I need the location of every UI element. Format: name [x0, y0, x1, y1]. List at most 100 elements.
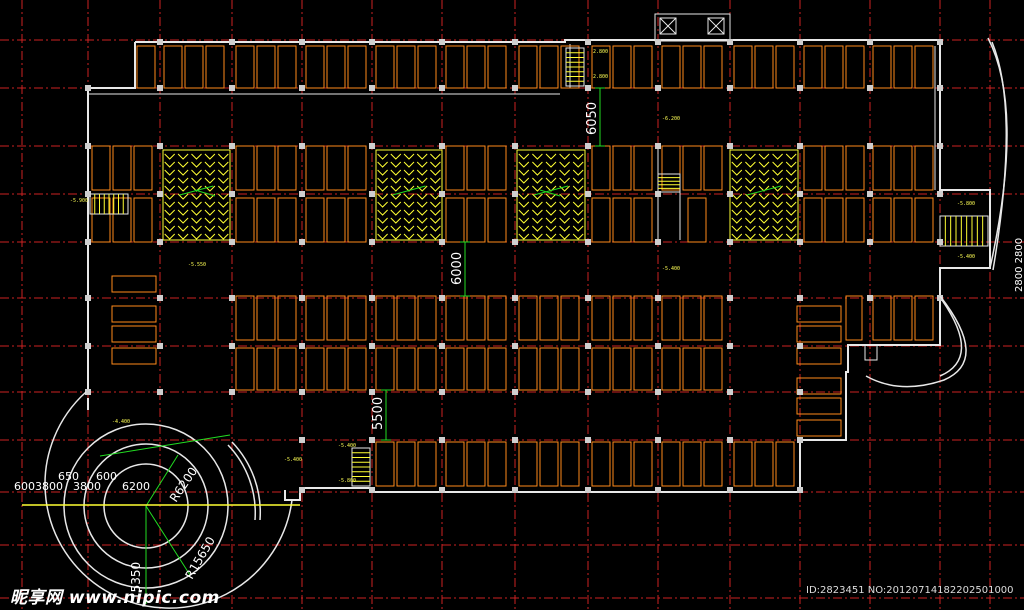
parking-stall — [633, 347, 653, 391]
parking-stall — [466, 441, 486, 487]
structural-column — [727, 437, 733, 443]
ramp-hatch — [532, 193, 543, 200]
dim-ramp-3800-left: 3800 — [35, 480, 63, 493]
parking-stall — [661, 347, 681, 391]
structural-column — [229, 191, 235, 197]
ramp-hatch — [518, 177, 530, 184]
stair — [657, 173, 681, 193]
ramp-hatch — [204, 161, 216, 168]
ramp-hatch — [559, 233, 570, 240]
ramp-hatch — [745, 169, 756, 176]
parking-stall — [661, 441, 681, 487]
ramp-hatch — [545, 217, 557, 224]
structural-column — [229, 143, 235, 149]
dim-ramp-600-left: 600 — [14, 480, 35, 493]
ramp-hatch — [731, 233, 743, 240]
ramp-hatch — [164, 217, 176, 224]
structural-column — [439, 85, 445, 91]
structural-column — [439, 239, 445, 245]
ramp-hatch — [545, 193, 557, 200]
ramp-hatch — [731, 217, 743, 224]
ramp-hatch — [785, 153, 797, 160]
parking-stall — [277, 295, 297, 341]
ramp-hatch — [518, 233, 530, 240]
ramp-hatch — [731, 201, 743, 208]
parking-stall — [417, 45, 437, 89]
structural-column — [797, 239, 803, 245]
parking-stall — [305, 45, 325, 89]
ramp-hatch — [164, 201, 176, 208]
parking-stall — [305, 197, 325, 243]
ramp-hatch — [731, 225, 743, 232]
parking-stall — [375, 441, 395, 487]
structural-column — [512, 487, 518, 493]
parking-stall — [703, 441, 723, 487]
structural-column — [655, 39, 661, 45]
structural-column — [369, 39, 375, 45]
ramp-hatch — [745, 225, 756, 232]
structural-column — [512, 239, 518, 245]
structural-column — [369, 295, 375, 301]
structural-column — [439, 389, 445, 395]
ramp-hatch — [785, 177, 797, 184]
structural-column — [85, 191, 91, 197]
level-stair-top-upper: 2.800 — [593, 49, 608, 55]
parking-stall — [347, 197, 367, 243]
ramp-hatch — [731, 209, 743, 216]
structural-column — [299, 39, 305, 45]
stair — [939, 215, 989, 247]
ramp-hatch — [559, 225, 570, 232]
ramp-hatch — [772, 209, 783, 216]
level-stair-right-lower: -5.400 — [957, 254, 975, 260]
parking-stall — [277, 145, 297, 191]
structural-column — [867, 85, 873, 91]
ramp-hatch — [745, 201, 756, 208]
ramp-hatch — [731, 169, 743, 176]
level-stair-bottom-upper: -5.400 — [338, 443, 356, 449]
ramp-hatch — [532, 225, 543, 232]
parking-stall — [487, 441, 507, 487]
ramp-hatch — [559, 161, 570, 168]
ramp-hatch — [545, 169, 557, 176]
ramp-hatch — [518, 225, 530, 232]
parking-stall — [445, 45, 465, 89]
parking-stall — [803, 45, 823, 89]
ramp-hatch — [772, 193, 783, 200]
level-stair-bottom-lower: -5.800 — [338, 478, 356, 484]
structural-column — [727, 85, 733, 91]
parking-stall — [396, 441, 416, 487]
parking-stall — [796, 347, 842, 365]
structural-column — [655, 295, 661, 301]
structural-column — [512, 343, 518, 349]
structural-column — [369, 191, 375, 197]
parking-stall — [612, 295, 632, 341]
ramp-hatch — [177, 209, 189, 216]
parking-stall — [872, 45, 892, 89]
ramp-hatch — [416, 161, 428, 168]
ramp-hatch — [518, 217, 530, 224]
ramp-hatch — [204, 153, 216, 160]
ramp-hatch — [164, 209, 176, 216]
parking-stall — [893, 295, 913, 341]
ramp-hatch — [532, 217, 543, 224]
ramp-hatch — [772, 217, 783, 224]
structural-column — [585, 343, 591, 349]
ramp-hatch — [572, 185, 584, 192]
structural-column — [299, 143, 305, 149]
structural-column — [727, 487, 733, 493]
structural-column — [727, 239, 733, 245]
structural-column — [585, 389, 591, 395]
ramps — [162, 149, 799, 241]
ramp-hatch — [416, 217, 428, 224]
ramp-hatch — [191, 225, 202, 232]
structural-column — [512, 295, 518, 301]
ramp-hatch — [377, 193, 388, 200]
parking-stall — [754, 441, 774, 487]
parking-stall — [803, 145, 823, 191]
structural-column — [157, 239, 163, 245]
ramp-hatch — [785, 217, 797, 224]
ramp-hatch — [430, 185, 441, 192]
ramp-hatch — [217, 217, 229, 224]
parking-stall — [796, 377, 842, 395]
parking-stall — [305, 347, 325, 391]
